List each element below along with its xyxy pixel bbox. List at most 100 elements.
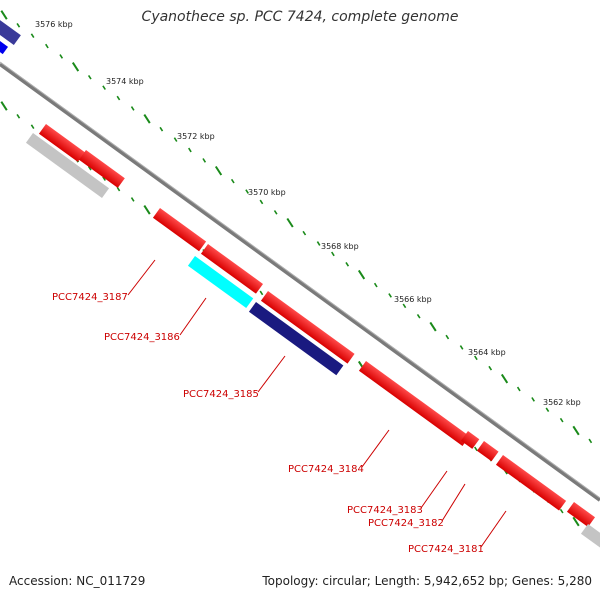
inner-tick-10 xyxy=(143,205,151,215)
outer-tick-29 xyxy=(416,313,421,319)
scale-label-3570: 3570 kbp xyxy=(248,188,286,197)
leader-3186 xyxy=(179,297,207,336)
outer-tick-28 xyxy=(402,303,407,309)
outer-tick-26 xyxy=(373,282,378,288)
inner-tick-33 xyxy=(474,446,478,452)
outer-tick-32 xyxy=(459,345,464,350)
outer-tick-14 xyxy=(202,158,207,163)
outer-tick-2 xyxy=(30,33,35,39)
gene-track xyxy=(0,17,600,549)
scale-label-3576: 3576 kbp xyxy=(35,20,73,29)
outer-tick-10 xyxy=(143,114,151,124)
outer-tick-9 xyxy=(130,106,135,111)
scale-label-3566: 3566 kbp xyxy=(394,295,432,304)
gene-red-a[interactable] xyxy=(38,124,85,162)
gene-red-h[interactable] xyxy=(476,441,499,462)
outer-tick-31 xyxy=(445,334,450,340)
outer-tick-7 xyxy=(102,85,106,90)
outer-tick-33 xyxy=(474,355,478,361)
outer-tick-40 xyxy=(572,425,580,436)
outer-tick-22 xyxy=(316,241,321,246)
gene-label-3184[interactable]: PCC7424_3184 xyxy=(288,464,364,475)
label-leader-lines xyxy=(127,259,507,548)
outer-tick-38 xyxy=(545,407,550,413)
gene-red-d[interactable] xyxy=(200,244,264,294)
gene-blue-partial[interactable] xyxy=(0,39,9,55)
scale-label-3564: 3564 kbp xyxy=(468,348,506,357)
leader-3182 xyxy=(441,483,466,522)
leader-3184 xyxy=(361,429,390,468)
outer-tick-1 xyxy=(16,22,21,28)
scale-label-3572: 3572 kbp xyxy=(177,132,215,141)
gene-navy-partial[interactable] xyxy=(0,17,21,45)
inner-tick-8 xyxy=(116,186,121,192)
inner-tick-6 xyxy=(87,165,92,171)
gene-red-i[interactable] xyxy=(495,455,567,511)
accession-text: Accession: NC_011729 xyxy=(9,574,146,588)
inner-tick-7 xyxy=(102,176,106,181)
outer-tick-11 xyxy=(159,126,164,132)
outer-tick-12 xyxy=(173,137,178,142)
gene-label-3186[interactable]: PCC7424_3186 xyxy=(104,332,180,343)
inner-tick-40 xyxy=(572,516,580,527)
gene-gray-a[interactable] xyxy=(25,133,110,198)
inner-tick-1 xyxy=(16,113,21,119)
outer-tick-6 xyxy=(87,74,92,80)
outer-tick-35 xyxy=(500,373,509,384)
gene-red-j[interactable] xyxy=(566,502,596,527)
gene-gray-b[interactable] xyxy=(580,524,600,549)
genome-backbone-highlight xyxy=(0,61,600,499)
leader-3187 xyxy=(127,259,156,296)
inner-tick-0 xyxy=(0,101,8,111)
outer-tick-15 xyxy=(214,165,223,176)
gene-red-e[interactable] xyxy=(260,291,355,364)
outer-tick-27 xyxy=(388,293,392,298)
outer-tick-0 xyxy=(0,10,8,20)
outer-tick-39 xyxy=(559,417,564,423)
gene-labels: PCC7424_3187 PCC7424_3186 PCC7424_3185 P… xyxy=(52,292,484,555)
outer-tick-21 xyxy=(302,230,307,236)
outer-tick-34 xyxy=(488,365,493,371)
inner-tick-9 xyxy=(130,197,135,202)
scale-labels: 3576 kbp 3574 kbp 3572 kbp 3570 kbp 3568… xyxy=(35,20,581,407)
outer-tick-24 xyxy=(345,261,350,267)
gene-red-g[interactable] xyxy=(460,431,480,449)
genome-title: Cyanothece sp. PCC 7424, complete genome xyxy=(141,9,459,25)
outer-tick-19 xyxy=(273,210,278,215)
outer-tick-36 xyxy=(516,386,521,392)
inner-tick-18 xyxy=(259,290,264,296)
scale-label-3562: 3562 kbp xyxy=(543,398,581,407)
outer-tick-41 xyxy=(588,438,593,444)
outer-tick-5 xyxy=(71,62,80,72)
outer-tick-18 xyxy=(259,199,264,205)
outer-tick-13 xyxy=(188,147,192,153)
outer-tick-37 xyxy=(531,397,535,402)
scale-label-3574: 3574 kbp xyxy=(106,77,144,86)
outer-tick-16 xyxy=(230,178,235,184)
scale-label-3568: 3568 kbp xyxy=(321,242,359,251)
gene-label-3182[interactable]: PCC7424_3182 xyxy=(368,518,444,529)
gene-label-3181[interactable]: PCC7424_3181 xyxy=(408,544,484,555)
inner-tick-2 xyxy=(30,124,35,130)
genome-backbone xyxy=(0,62,600,502)
inner-tick-39 xyxy=(559,508,564,514)
outer-tick-23 xyxy=(331,251,335,257)
outer-tick-25 xyxy=(357,269,366,280)
gene-label-3183[interactable]: PCC7424_3183 xyxy=(347,505,423,516)
outer-tick-row xyxy=(0,10,593,444)
outer-tick-3 xyxy=(45,43,49,49)
gene-navy[interactable] xyxy=(248,302,344,376)
gene-label-3187[interactable]: PCC7424_3187 xyxy=(52,292,128,303)
leader-3185 xyxy=(257,355,286,393)
leader-3181 xyxy=(480,510,507,548)
outer-tick-4 xyxy=(59,54,64,59)
gene-cyan[interactable] xyxy=(187,256,254,309)
genome-stats-text: Topology: circular; Length: 5,942,652 bp… xyxy=(262,574,592,588)
outer-tick-30 xyxy=(429,321,437,332)
gene-red-f[interactable] xyxy=(358,361,470,446)
gene-red-b[interactable] xyxy=(78,150,125,188)
gene-label-3185[interactable]: PCC7424_3185 xyxy=(183,389,259,400)
outer-tick-17 xyxy=(245,189,249,194)
gene-red-c[interactable] xyxy=(152,208,207,252)
